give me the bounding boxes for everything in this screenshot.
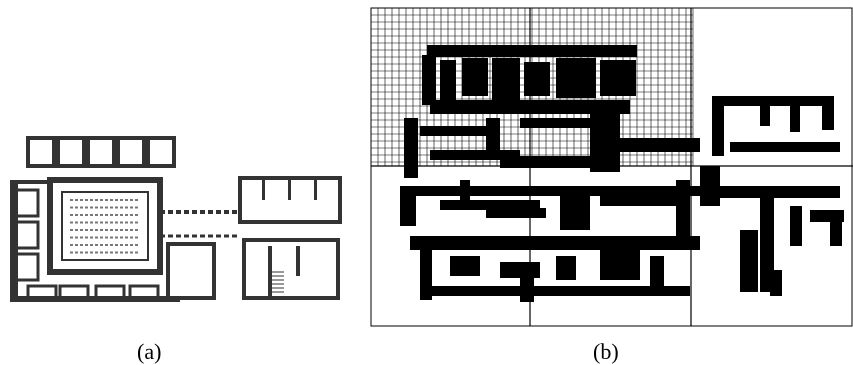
occupied-cell-block (712, 96, 832, 106)
plan-wall (314, 180, 317, 200)
plan-room (146, 136, 176, 168)
plan-room (238, 176, 342, 224)
plan-room (86, 136, 116, 168)
occupied-cell-block (410, 236, 700, 250)
plan-room (116, 136, 146, 168)
occupied-cell-block (440, 200, 540, 210)
occupied-cell-block (770, 270, 782, 296)
plan-room (94, 284, 126, 302)
occupied-cell-block (720, 186, 840, 198)
plan-hall (47, 177, 163, 275)
occupied-cell-block (486, 118, 500, 158)
occupied-cell-block (420, 126, 490, 136)
occupied-cell-block (400, 186, 700, 196)
plan-room (166, 242, 216, 300)
occupied-cell-block (430, 100, 630, 114)
occupied-cell-block (760, 96, 770, 126)
plan-hall-inner (61, 191, 149, 261)
occupied-cell-block (440, 60, 456, 100)
occupied-cell-block (790, 96, 800, 132)
plan-room (26, 284, 58, 302)
panel-a-caption: (a) (137, 339, 162, 364)
occupied-cell-block (560, 190, 590, 230)
occupied-cell-block (620, 138, 700, 152)
occupied-cell-block (730, 142, 840, 152)
plan-wall (288, 180, 291, 200)
plan-room (242, 238, 340, 300)
plan-room (128, 284, 160, 302)
occupied-cell-block (760, 196, 774, 292)
occupied-cell-block (420, 250, 432, 300)
occupied-cell-block (830, 210, 842, 246)
occupied-cell-block (422, 55, 436, 105)
occupied-cell-block (427, 45, 637, 57)
occupied-cell-block (520, 276, 534, 302)
occupied-cell-block (500, 156, 610, 168)
occupied-cell-block (556, 256, 576, 280)
panel-b-caption: (b) (593, 339, 619, 364)
plan-wall (296, 246, 300, 276)
occupied-cell-block (600, 196, 680, 206)
plan-room (12, 220, 40, 250)
occupied-cell-block (600, 60, 636, 96)
occupied-cell-block (486, 208, 546, 218)
plan-room (58, 284, 90, 302)
occupied-cell-block (462, 58, 488, 96)
occupied-cell-block (712, 96, 724, 156)
occupied-cell-block (740, 230, 758, 292)
occupied-cell-block (430, 286, 690, 296)
panel-a-floor-plan (10, 136, 342, 302)
occupied-cell-block (524, 62, 550, 96)
occupied-cell-block (520, 118, 590, 128)
occupied-cell-block (676, 180, 690, 240)
occupied-cell-block (822, 96, 834, 130)
occupied-cell-block (500, 262, 540, 278)
occupied-cell-block (400, 186, 416, 226)
occupied-cell-block (556, 58, 596, 98)
plan-room (12, 252, 40, 282)
plan-room (56, 136, 86, 168)
occupied-cell-block (404, 118, 418, 178)
occupied-cell-block (450, 256, 480, 276)
plan-wall (10, 180, 50, 184)
occupied-cell-block (430, 150, 520, 160)
plan-room (26, 136, 56, 168)
occupied-cell-block (790, 206, 802, 246)
plan-room (12, 188, 40, 218)
panel-b-occupancy-grid (370, 7, 853, 327)
occupied-cell-block (492, 58, 520, 100)
plan-wall (262, 180, 265, 200)
occupied-cell-block (460, 180, 470, 210)
occupied-cell-block (600, 250, 640, 280)
occupied-cell-block (700, 166, 720, 206)
